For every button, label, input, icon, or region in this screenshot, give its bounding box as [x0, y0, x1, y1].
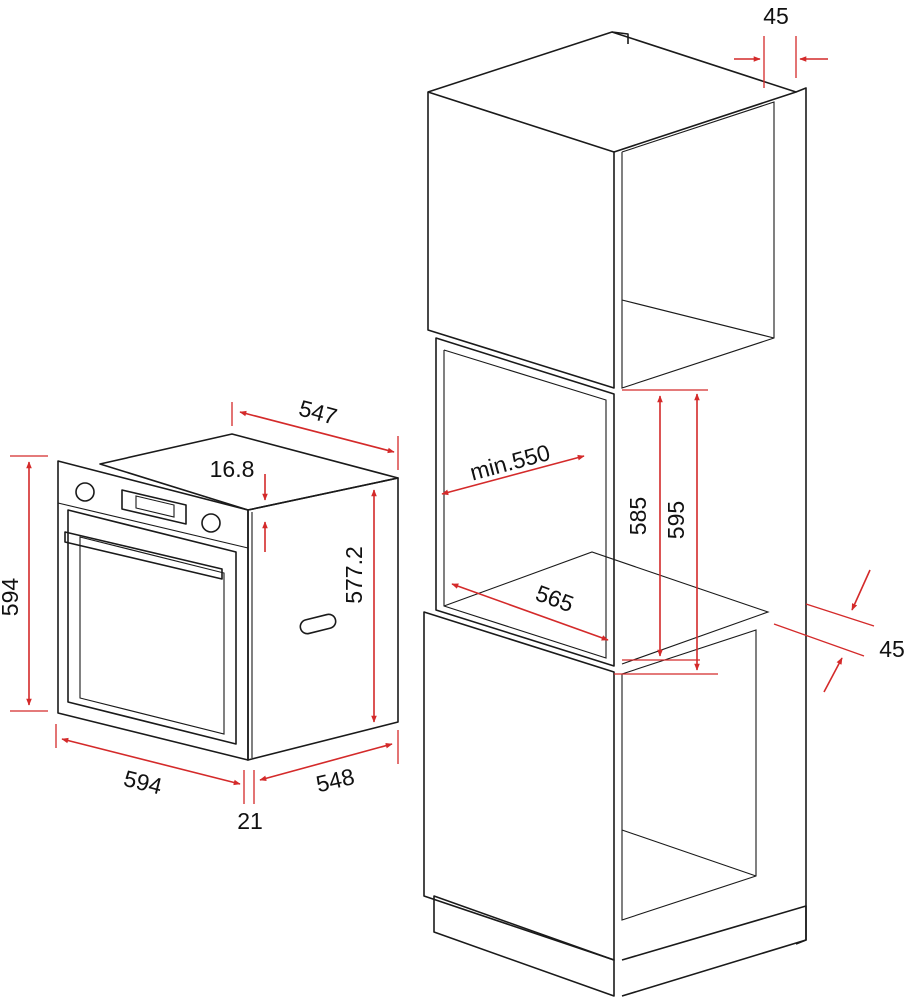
cabinet-drawing	[423, 31, 807, 997]
oven-door-glass	[79, 536, 225, 735]
dim-arrow-594-width	[61, 737, 241, 786]
front-protrusion-label: 21	[237, 808, 263, 834]
cabinet-back-edge	[611, 31, 629, 44]
dim-arrow-548	[259, 742, 393, 782]
oven-body-height-label: 577.2	[341, 546, 367, 604]
oven-side-face	[247, 477, 399, 761]
oven-dimensions: 547 16.8 577.2 594 594 548 21	[0, 395, 399, 834]
side-vent-slot	[299, 613, 337, 635]
dim-arrow-565	[451, 583, 609, 641]
upper-cupboard-top	[427, 31, 797, 153]
dim-arrow-45-side-upper	[851, 569, 871, 611]
oven-handle	[64, 531, 223, 580]
top-wall-thickness-label: 45	[763, 3, 789, 29]
right-knob-icon	[201, 513, 221, 533]
extension-line	[773, 623, 865, 657]
oven-depth-top-label: 547	[296, 395, 340, 430]
lower-cupboard-front	[423, 611, 615, 961]
niche-depth-label: 565	[532, 580, 577, 618]
control-strip-line	[57, 502, 249, 549]
upper-shelf-line	[621, 299, 775, 339]
display-panel	[121, 489, 187, 525]
oven-front-height-label: 594	[0, 578, 23, 617]
dim-arrow-45-side-lower	[823, 657, 843, 693]
lower-shelf-line	[621, 829, 757, 877]
display-screen	[135, 495, 175, 518]
oven-front-panel	[57, 460, 249, 761]
oven-door-frame	[67, 509, 237, 745]
cabinet-dimensions: 45 min.550 565 585 595 45	[441, 3, 905, 693]
niche-frame	[435, 337, 615, 667]
niche-inner-frame	[443, 349, 607, 659]
side-wall-thickness-label: 45	[879, 636, 905, 662]
plinth-side	[621, 905, 807, 997]
niche-height-outer-label: 595	[663, 501, 689, 539]
upper-cupboard-front	[427, 91, 615, 389]
dim-arrow-547	[239, 410, 395, 454]
oven-front-width-label: 594	[121, 765, 165, 800]
cabinet-side-wall	[795, 87, 807, 945]
oven-side-depth-label: 548	[314, 763, 357, 797]
dim-arrow-min550	[441, 454, 585, 496]
niche-height-inner-label: 585	[625, 497, 651, 535]
extension-line	[805, 603, 875, 627]
left-knob-icon	[75, 482, 95, 502]
upper-cupboard-inner	[621, 101, 775, 389]
niche-width-label: min.550	[467, 439, 553, 485]
cabinet-plinth	[433, 895, 615, 997]
panel-offset-label: 16.8	[210, 456, 255, 482]
